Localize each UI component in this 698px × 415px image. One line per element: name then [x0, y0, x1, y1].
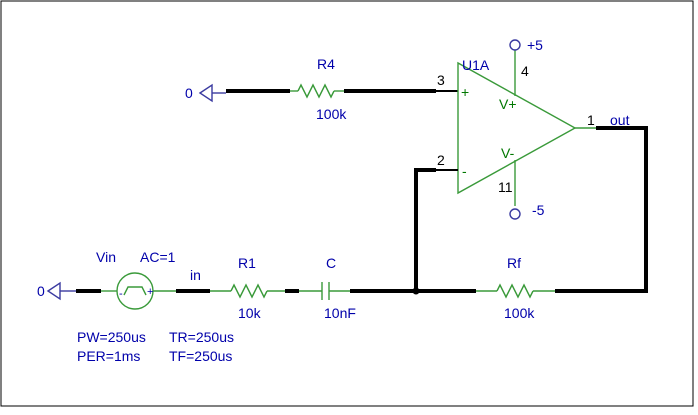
param-tr: TR=250us [169, 329, 234, 345]
vpos-label: +5 [527, 37, 543, 53]
vneg-terminal-icon [509, 208, 521, 220]
pin4-number: 4 [521, 63, 529, 79]
vin-ac-label: AC=1 [140, 249, 176, 265]
r1-name: R1 [238, 255, 256, 271]
capacitor-c [299, 282, 350, 300]
c-value: 10nF [324, 305, 356, 321]
pin3-number: 3 [437, 72, 445, 88]
c-name: C [326, 255, 336, 271]
pin11-number: 11 [498, 179, 513, 195]
resistor-r4 [290, 83, 344, 99]
voltage-source-vin [101, 272, 176, 310]
wire-pin2-node [414, 168, 436, 291]
wire-out-rf [555, 126, 648, 293]
ground-label-left: 0 [37, 283, 45, 299]
opamp-vminus-label: V- [501, 145, 515, 161]
opamp-body [457, 50, 596, 206]
vneg-label: -5 [532, 202, 545, 218]
out-net-label: out [610, 112, 630, 128]
param-pw: PW=250us [77, 329, 146, 345]
vin-name: Vin [96, 249, 116, 265]
ground-symbol-left [46, 281, 76, 301]
param-per: PER=1ms [77, 348, 140, 364]
opamp-ref: U1A [462, 57, 490, 73]
rf-value: 100k [504, 305, 535, 321]
vpos-terminal-icon [509, 39, 521, 51]
ground-symbol-top [198, 83, 226, 103]
r4-name: R4 [317, 56, 335, 72]
opamp-minus-sign: - [462, 163, 467, 179]
pin2-number: 2 [437, 152, 445, 168]
frame [0, 0, 694, 407]
vin-minus-sign: - [119, 288, 123, 300]
opamp-vplus-label: V+ [499, 96, 517, 112]
r1-value: 10k [238, 305, 262, 321]
resistor-rf [476, 283, 555, 299]
param-tf: TF=250us [169, 348, 232, 364]
resistor-r1 [210, 283, 285, 299]
opamp-plus-sign: + [461, 84, 469, 100]
r4-value: 100k [316, 106, 347, 122]
pin1-number: 1 [587, 112, 595, 128]
in-net-label: in [190, 267, 201, 283]
rf-name: Rf [507, 255, 521, 271]
vin-plus-sign: + [147, 286, 153, 298]
ground-label-top: 0 [185, 85, 193, 101]
